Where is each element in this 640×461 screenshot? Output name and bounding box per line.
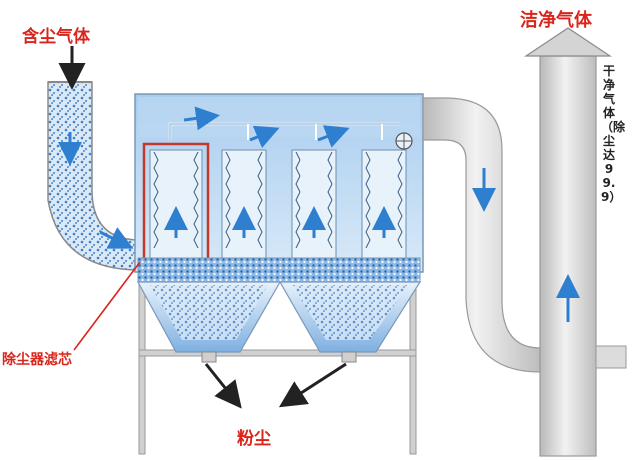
annotation-arrows xyxy=(58,46,347,409)
filter-cartridge-label: 除尘器滤芯 xyxy=(2,352,72,368)
clean-gas-note: 干净气体（除尘达99.9） xyxy=(601,64,626,204)
filter-bag xyxy=(361,149,407,259)
dust-arrow-left xyxy=(204,363,242,409)
filter-bag xyxy=(149,149,203,259)
dust-label: 粉尘 xyxy=(237,429,271,449)
flow-arrows xyxy=(58,106,580,322)
flow-arrow-icon xyxy=(249,125,280,148)
filter-bag xyxy=(221,149,267,259)
filter-leader-line xyxy=(73,261,141,351)
outlet-duct xyxy=(422,97,541,373)
filter-bag xyxy=(291,149,337,259)
exhaust-stack xyxy=(524,27,627,457)
inlet-gas-label: 含尘气体 xyxy=(22,27,90,47)
fan-icon xyxy=(395,132,413,150)
flow-arrow-icon xyxy=(183,106,220,131)
flow-arrow-icon xyxy=(317,125,350,148)
dust-arrow-right xyxy=(278,362,347,408)
filter-bags xyxy=(149,149,407,259)
exhaust-cap-icon xyxy=(524,27,612,57)
clean-gas-label: 洁净气体 xyxy=(520,10,592,31)
flow-arrow-icon xyxy=(99,227,134,249)
inlet-pipe xyxy=(47,81,141,271)
dust-hopper xyxy=(136,257,422,363)
